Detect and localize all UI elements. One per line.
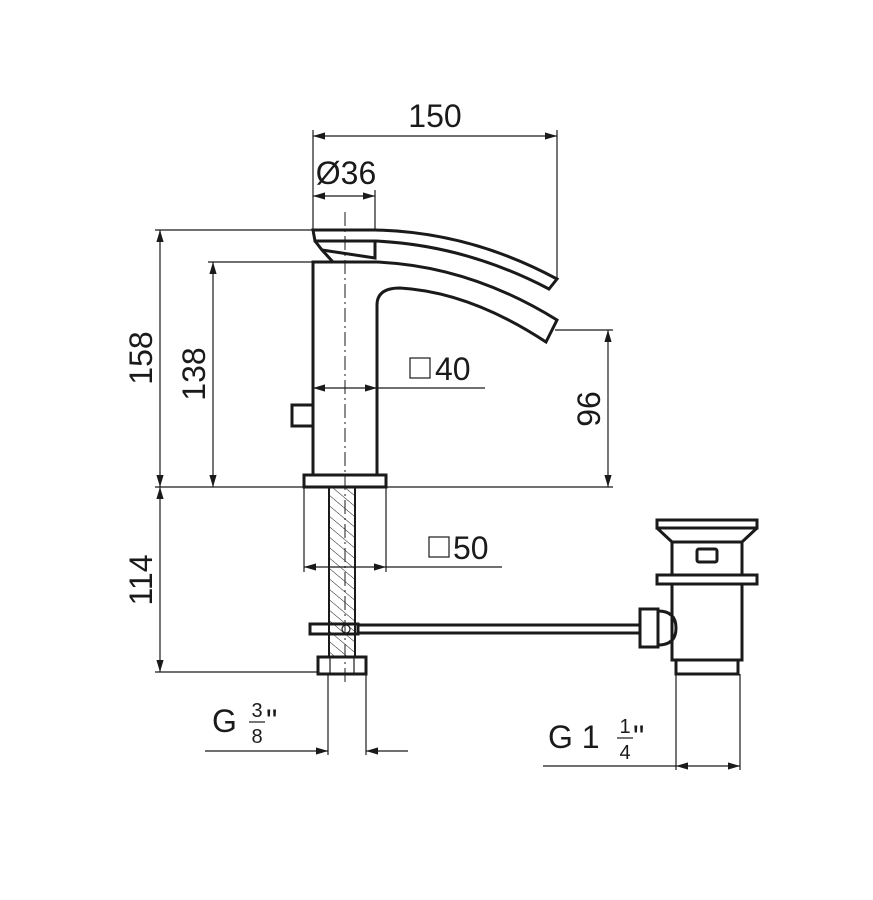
svg-text:3: 3 — [251, 700, 262, 722]
svg-text:": " — [633, 719, 644, 755]
square-section-icon — [428, 536, 450, 558]
svg-text:4: 4 — [619, 742, 630, 764]
pop-up-waste — [638, 518, 759, 676]
pull-rod — [308, 622, 640, 636]
dim-base-section: 50 — [453, 530, 489, 566]
supply-thread-label: G 3 8 " — [212, 700, 277, 748]
aerator-button — [290, 403, 315, 428]
waste-thread-label: G 1 1 4 " — [548, 716, 644, 764]
mixer-body — [290, 260, 559, 489]
square-section-icon — [409, 357, 431, 379]
dim-body-section: 40 — [435, 351, 471, 387]
svg-text:G 1: G 1 — [548, 719, 600, 755]
lever-handle — [311, 228, 560, 291]
svg-text:8: 8 — [251, 726, 262, 748]
dim-body-height: 138 — [176, 347, 212, 400]
dim-spout-height: 96 — [571, 391, 607, 427]
svg-text:1: 1 — [619, 716, 630, 738]
shank — [316, 486, 368, 676]
dim-total-height: 158 — [123, 331, 159, 384]
dim-lever-diameter: Ø36 — [316, 155, 376, 191]
svg-text:G: G — [212, 703, 237, 739]
svg-text:": " — [266, 703, 277, 739]
dim-overall-reach: 150 — [408, 98, 461, 134]
dimension-lines — [155, 130, 741, 770]
dim-shank-length: 114 — [123, 554, 159, 605]
